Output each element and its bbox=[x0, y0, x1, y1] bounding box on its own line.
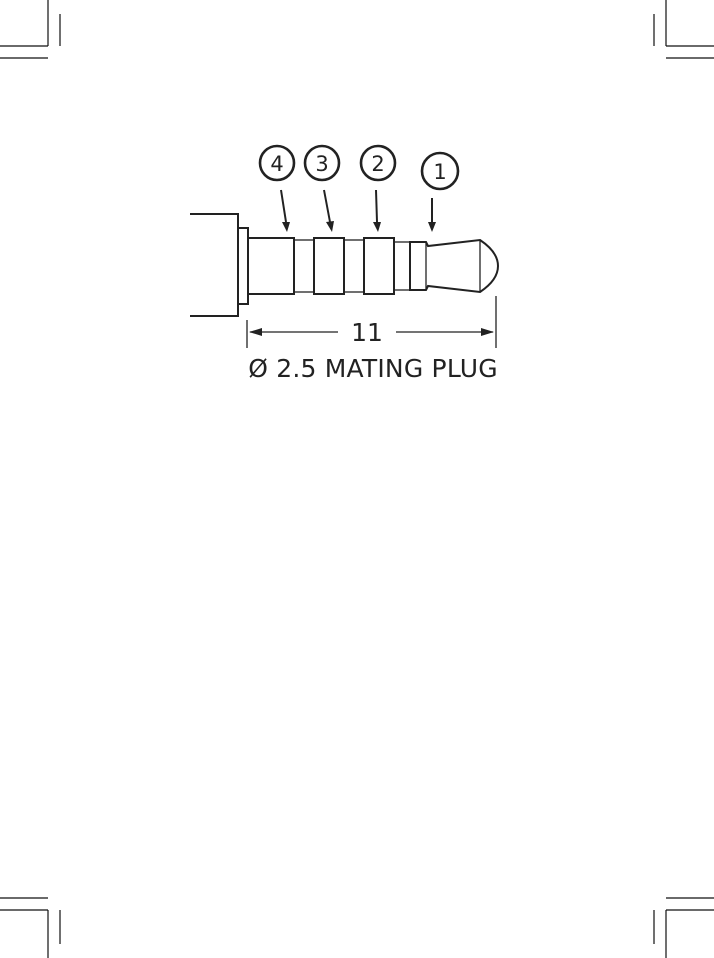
dimension-arrow-right bbox=[481, 328, 494, 336]
callout-4: 4 bbox=[260, 146, 294, 232]
plug-sleeve bbox=[248, 238, 294, 294]
plug-housing bbox=[190, 214, 248, 316]
plug-ring-2 bbox=[314, 238, 344, 294]
insulator-ring-3 bbox=[394, 242, 410, 290]
insulator-ring-1 bbox=[294, 240, 314, 292]
callout-label-3: 3 bbox=[315, 152, 328, 176]
callout-2: 2 bbox=[361, 146, 395, 232]
diagram-caption: Ø 2.5 MATING PLUG bbox=[248, 354, 498, 383]
plug-tip bbox=[410, 240, 498, 292]
plug-ring-1 bbox=[364, 238, 394, 294]
dimension-line: 11 bbox=[247, 296, 496, 348]
callout-label-1: 1 bbox=[433, 160, 446, 184]
dimension-arrow-left bbox=[249, 328, 262, 336]
callout-label-4: 4 bbox=[270, 152, 283, 176]
dimension-value: 11 bbox=[351, 318, 383, 347]
plug-body bbox=[248, 238, 498, 294]
callout-3: 3 bbox=[305, 146, 339, 232]
callout-label-2: 2 bbox=[371, 152, 384, 176]
callout-1: 1 bbox=[422, 153, 458, 232]
insulator-ring-2 bbox=[344, 240, 364, 292]
